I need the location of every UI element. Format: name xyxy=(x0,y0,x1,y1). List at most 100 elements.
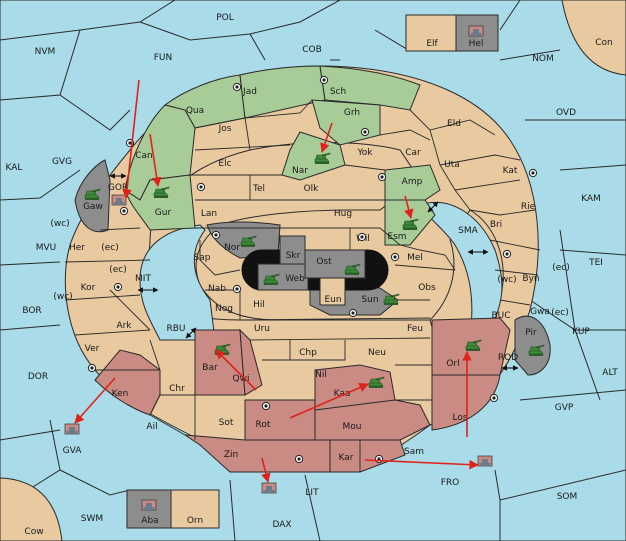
province-label-qwi: Qwi xyxy=(233,374,250,384)
supply-center-icon xyxy=(113,282,123,292)
sea-label-rod: ROD xyxy=(498,353,518,363)
province-label-elc: Elc xyxy=(218,159,231,169)
province-label-chp: Chp xyxy=(299,348,317,358)
sea-label-kup: KUP xyxy=(572,327,590,337)
fleet-unit-icon[interactable] xyxy=(468,25,484,37)
province-elf[interactable] xyxy=(405,14,457,52)
sea-label-lit: LIT xyxy=(305,488,319,498)
province-label-kor: Kor xyxy=(81,283,96,293)
supply-center-icon xyxy=(390,252,400,262)
province-label-amp: Amp xyxy=(402,177,423,187)
sea-label-fun: FUN xyxy=(154,53,173,63)
fleet-unit-icon[interactable] xyxy=(141,499,157,511)
province-label-yok: Yok xyxy=(356,148,373,158)
supply-center-icon xyxy=(119,206,129,216)
province-label-pir: Pir xyxy=(525,328,537,338)
province-label-esm: Esm xyxy=(387,232,406,242)
supply-center-icon xyxy=(294,454,304,464)
sea-label-swm: SWM xyxy=(81,514,103,524)
province-label-mou: Mou xyxy=(343,422,362,432)
passage-arrow-rbu xyxy=(185,327,197,339)
fleet-unit-icon[interactable] xyxy=(111,194,127,206)
coast-label-kor-ec: (ec) xyxy=(109,265,127,275)
province-label-ail: Ail xyxy=(146,422,157,432)
sea-label-alt: ALT xyxy=(602,368,618,378)
province-hel[interactable] xyxy=(455,14,499,52)
province-label-lan: Lan xyxy=(201,209,217,219)
province-ken[interactable] xyxy=(94,349,161,416)
sea-label-nom: NOM xyxy=(532,54,554,64)
province-label-sam: Sam xyxy=(404,447,424,457)
sea-label-cow: Cow xyxy=(24,527,43,537)
province-label-ken: Ken xyxy=(112,389,129,399)
land-borders xyxy=(64,99,541,472)
sea-label-buc: BUC xyxy=(491,311,510,321)
sea-label-ovd: OVD xyxy=(556,108,576,118)
province-label-rot: Rot xyxy=(256,420,271,430)
province-label-ark: Ark xyxy=(116,321,132,331)
supply-center-icon xyxy=(489,393,499,403)
province-label-hel: Hel xyxy=(469,39,484,49)
move-order-arrow xyxy=(215,349,257,391)
supply-center-icon xyxy=(528,168,538,178)
province-label-neu: Neu xyxy=(368,348,386,358)
province-label-jos: Jos xyxy=(218,124,232,134)
province-label-bri: Bri xyxy=(490,220,502,230)
sea-label-nvm: NVM xyxy=(35,47,56,57)
fleet-unit-icon[interactable] xyxy=(477,455,493,467)
province-eun[interactable] xyxy=(319,277,346,306)
province-amp[interactable] xyxy=(384,164,441,201)
province-label-zin: Zin xyxy=(224,450,238,460)
province-label-eun: Eun xyxy=(324,295,341,305)
coast-label-byn-wc: (wc) xyxy=(497,275,516,285)
province-label-car: Car xyxy=(405,148,421,158)
province-label-kaa: Kaa xyxy=(334,389,351,399)
province-los[interactable] xyxy=(431,374,501,431)
move-order-arrow xyxy=(289,383,369,419)
province-label-mel: Mel xyxy=(407,253,423,263)
province-sch[interactable] xyxy=(319,65,421,111)
province-label-sap: Sap xyxy=(194,253,211,263)
province-label-byn: Byn xyxy=(522,274,539,284)
province-label-qua: Qua xyxy=(186,106,204,116)
fleet-unit-icon[interactable] xyxy=(64,423,80,435)
province-label-kat: Kat xyxy=(503,166,518,176)
sea-label-tei: TEI xyxy=(588,258,603,268)
coast-label-kor-wc: (wc) xyxy=(53,292,72,302)
province-label-obs: Obs xyxy=(418,283,436,293)
coast-label-her-ec: (ec) xyxy=(101,243,119,253)
order-arrows xyxy=(74,79,479,483)
province-label-web: Web xyxy=(285,274,305,284)
province-orn[interactable] xyxy=(170,489,220,529)
sea-label-mit: MIT xyxy=(135,274,151,284)
province-label-nil: Nil xyxy=(315,370,327,380)
province-label-nog: Nog xyxy=(215,304,233,314)
supply-center-icon xyxy=(502,249,512,259)
province-label-grh: Grh xyxy=(344,108,360,118)
province-label-orl: Orl xyxy=(446,359,459,369)
supply-center-icon xyxy=(261,401,271,411)
province-label-sch: Sch xyxy=(330,87,346,97)
passage-arrow-sma xyxy=(427,201,439,213)
sea-label-gor: GOR xyxy=(108,183,128,193)
province-label-aba: Aba xyxy=(141,516,158,526)
province-pir[interactable] xyxy=(514,315,551,376)
passage-markers xyxy=(109,173,519,371)
sea-label-gvg: GVG xyxy=(52,157,72,167)
sea-label-fro: FRO xyxy=(441,478,460,488)
coast-label-gwa-ec: (ec) xyxy=(551,308,569,318)
sea-labels: POL COB FUN NVM NOM Con OVD KAM KAL GVG … xyxy=(6,13,619,537)
province-label-rie: Rie xyxy=(521,202,536,212)
province-label-nar: Nar xyxy=(292,166,308,176)
province-label-hug: Hug xyxy=(334,209,352,219)
move-order-arrow xyxy=(320,122,333,153)
move-order-arrow xyxy=(404,195,414,219)
province-label-sun: Sun xyxy=(361,295,378,305)
province-label-kar: Kar xyxy=(339,453,354,463)
province-kar[interactable] xyxy=(329,439,406,473)
fleet-unit-icon[interactable] xyxy=(261,482,277,494)
province-label-ost: Ost xyxy=(316,257,332,267)
province-label-gaw: Gaw xyxy=(83,202,103,212)
